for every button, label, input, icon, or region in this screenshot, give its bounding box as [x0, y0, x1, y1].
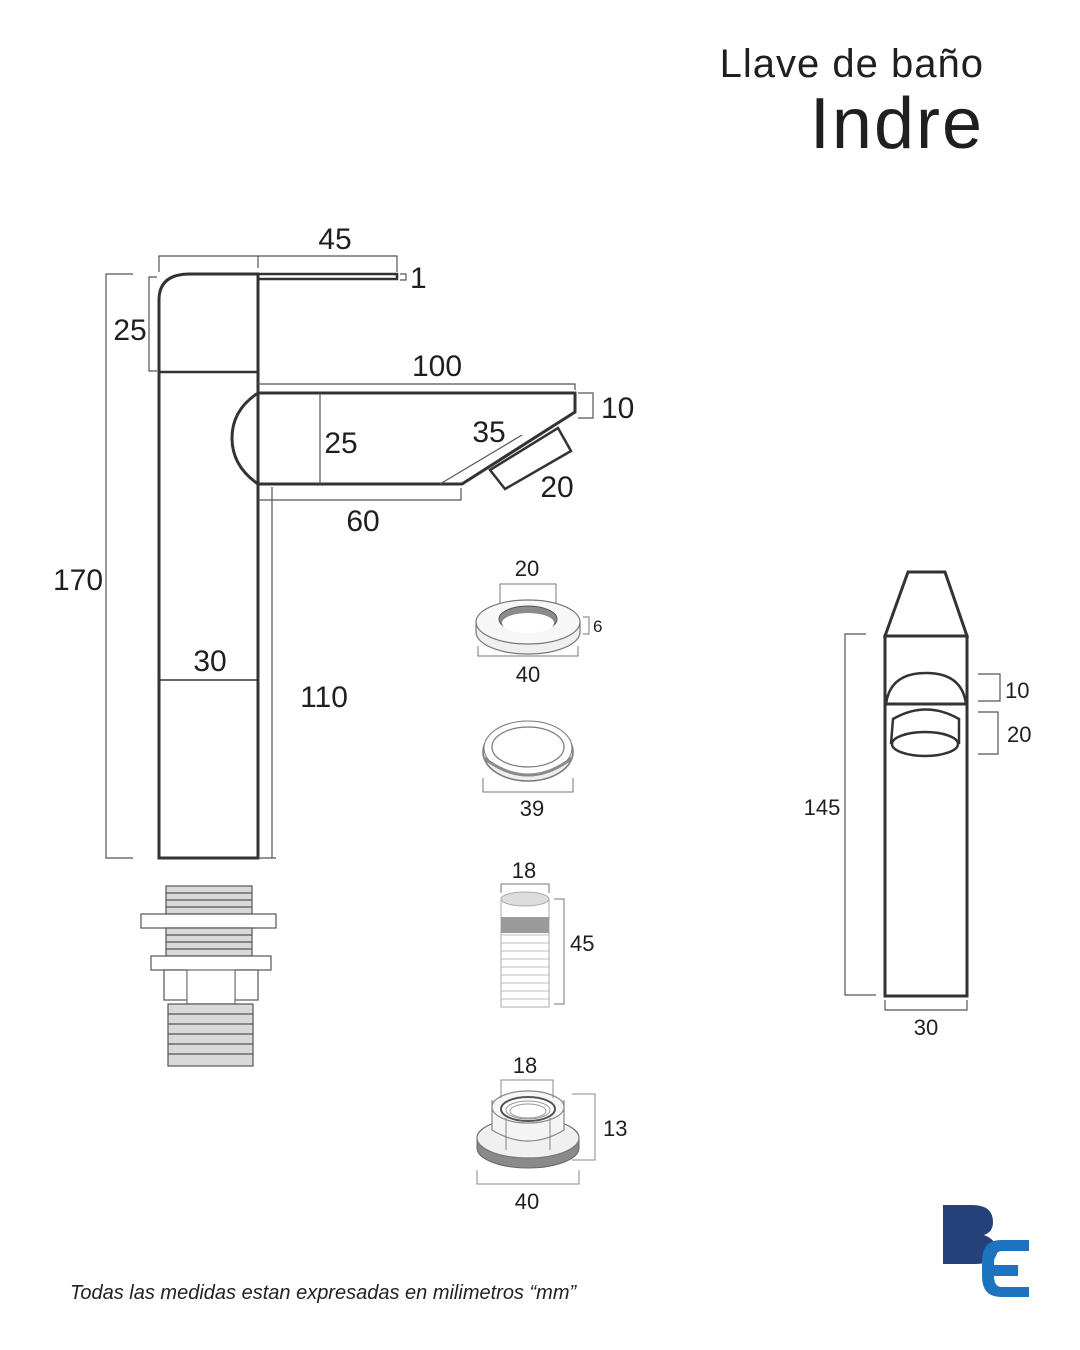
- dim-nut-inner: 18: [513, 1053, 537, 1078]
- dim-front-width: 30: [914, 1015, 938, 1040]
- threaded-rod: [500, 883, 565, 1008]
- front-body: [883, 634, 969, 998]
- logo-letter-e: [982, 1240, 1029, 1297]
- dim-washer-thickness: 6: [593, 617, 602, 636]
- front-spout: [884, 671, 968, 706]
- seal-ring: [482, 720, 574, 793]
- dim-total-height: 170: [53, 564, 103, 597]
- mounting-nut: [476, 1079, 596, 1185]
- dim-rod-length: 45: [570, 931, 594, 956]
- lever-handle: [258, 272, 399, 281]
- dim-spout-height: 25: [324, 427, 357, 460]
- dim-rod-diameter: 18: [512, 858, 536, 883]
- dim-body-width: 30: [193, 645, 226, 678]
- dim-nut-outer: 40: [515, 1189, 539, 1214]
- logo-letter-b: [943, 1205, 997, 1264]
- threaded-shank: [140, 885, 277, 1067]
- faucet-body: [157, 272, 260, 860]
- faucet-side-view: [157, 272, 577, 860]
- dim-ring-diameter: 39: [520, 796, 544, 821]
- dim-front-height: 145: [804, 795, 841, 820]
- spout-collar: [230, 391, 259, 486]
- dim-spout-length: 100: [412, 350, 462, 383]
- dim-washer-inner: 20: [515, 556, 539, 581]
- spout: [258, 391, 577, 486]
- dim-front-aerator: 20: [1007, 722, 1031, 747]
- dim-lever-thickness: 1: [410, 262, 427, 295]
- faucet-front-view: [882, 570, 970, 998]
- units-footnote: Todas las medidas estan expresadas en mi…: [70, 1282, 577, 1304]
- front-dimension-lines: [844, 633, 1001, 1011]
- dim-washer-outer: 40: [516, 662, 540, 687]
- product-title: Indre: [809, 84, 984, 164]
- dim-lever-width: 45: [318, 223, 351, 256]
- product-subtitle: Llave de baño: [719, 42, 984, 86]
- dim-lever-height: 25: [113, 314, 146, 347]
- dim-body-height: 110: [300, 681, 348, 714]
- dim-front-top: 10: [1005, 678, 1029, 703]
- side-dimension-lines: [105, 255, 594, 859]
- dim-spout-bottom: 60: [346, 505, 379, 538]
- spout-aerator: [488, 426, 573, 491]
- brand-logo: [943, 1205, 1029, 1297]
- washer: [475, 583, 590, 657]
- dim-spout-slope: 35: [472, 416, 505, 449]
- dim-nut-height: 13: [603, 1116, 627, 1141]
- dim-spout-tip: 10: [601, 392, 634, 425]
- dim-aerator: 20: [540, 471, 573, 504]
- front-lever: [882, 570, 970, 638]
- header: Llave de baño Indre: [720, 40, 984, 160]
